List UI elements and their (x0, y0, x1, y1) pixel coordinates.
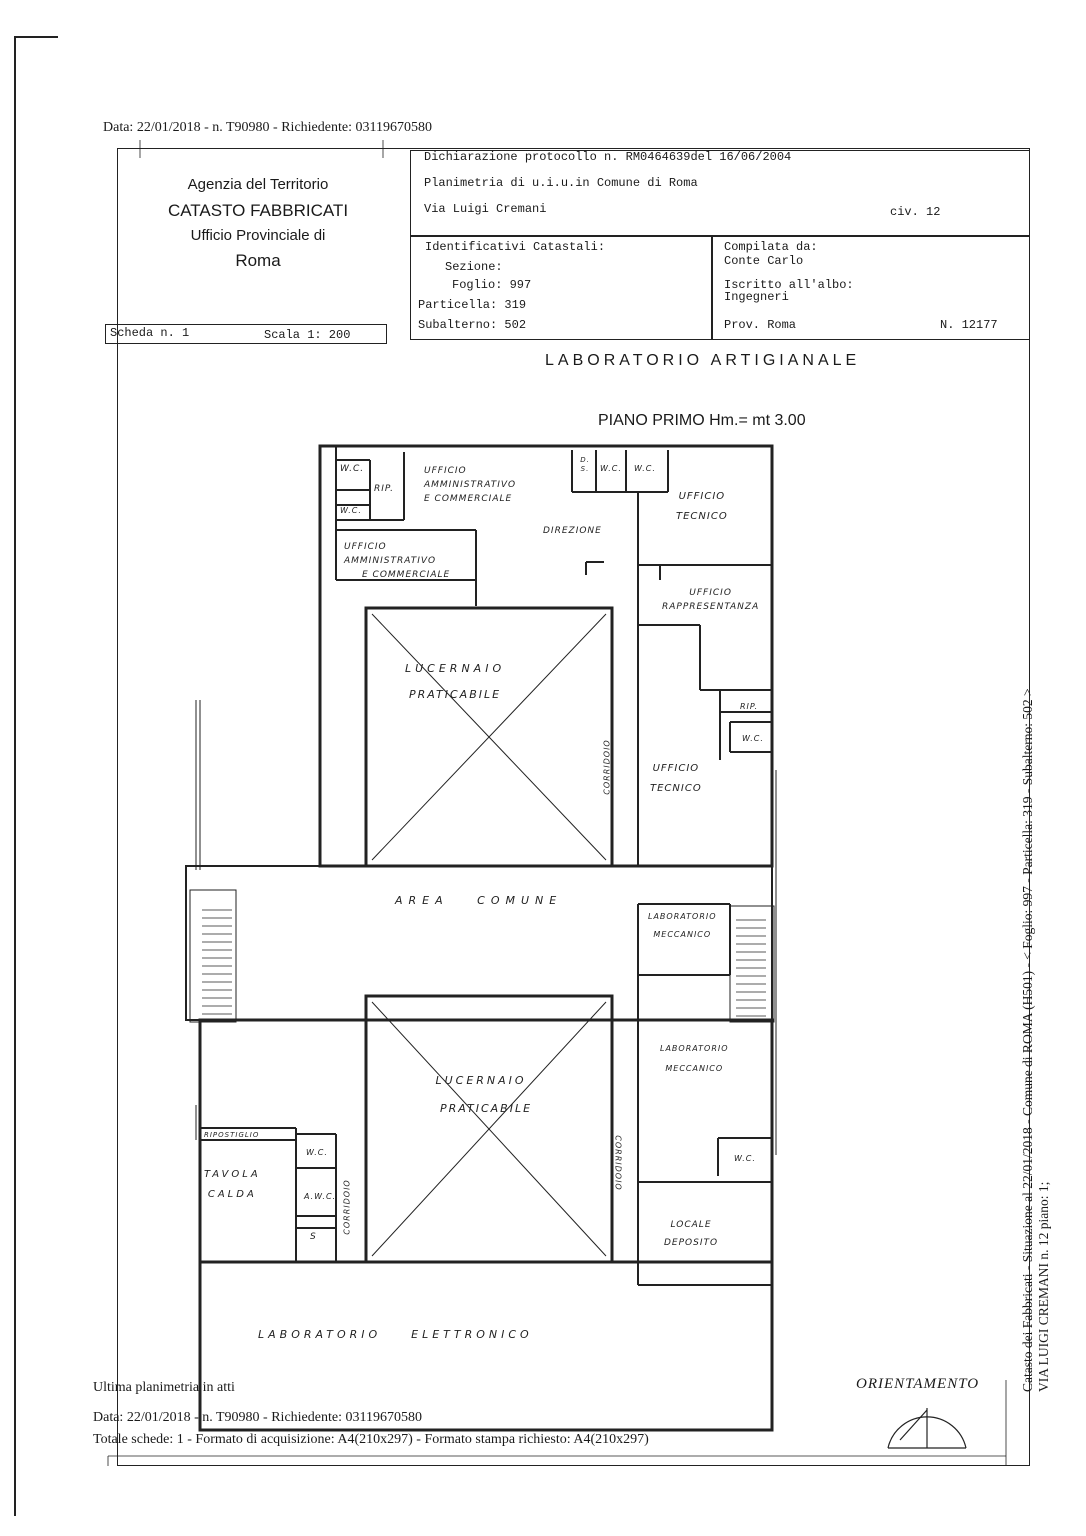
room-area-comune: AREA COMUNE (395, 894, 563, 907)
room-locale: LOCALE DEPOSITO (664, 1218, 718, 1250)
room-wc6: W.C. (306, 1148, 328, 1157)
footer-totale: Totale schede: 1 - Formato di acquisizio… (93, 1432, 649, 1447)
scheda-scale: Scala 1: 200 (264, 328, 351, 342)
lucernaio-2-a: LUCERNAIO (435, 1074, 527, 1087)
uff-amm-2-a: UFFICIO (344, 542, 387, 552)
agency-line4: Roma (235, 251, 281, 270)
declaration-planimetry: Planimetria di u.i.u.in Comune di Roma (424, 176, 698, 190)
room-uff-amm-2: UFFICIO AMMINISTRATIVO E COMMERCIALE (344, 540, 450, 582)
agency-line1: Agenzia del Territorio (187, 176, 329, 193)
uff-rapp-a: UFFICIO (689, 588, 732, 598)
lucernaio-1-b: PRATICABILE (409, 688, 502, 701)
room-s: S (310, 1232, 317, 1242)
uff-rapp-b: RAPPRESENTANZA (662, 602, 760, 612)
room-direzione: DIREZIONE (543, 526, 602, 536)
lucernaio-1-a: LUCERNAIO (405, 662, 506, 675)
room-ds: D. S. (580, 456, 590, 473)
agency-line3: Ufficio Provinciale di (190, 227, 326, 244)
identifiers-subalterno: Subalterno: 502 (418, 318, 527, 332)
room-wc1: W.C. (340, 464, 365, 474)
declaration-civ: civ. 12 (890, 205, 941, 219)
room-wc4: W.C. (634, 464, 656, 473)
declaration-protocol: Dichiarazione protocollo n. RM0464639del… (424, 150, 792, 164)
room-lab-elettronico: LABORATORIO ELETTRONICO (258, 1328, 533, 1341)
compiler-prov: Prov. Roma (724, 318, 797, 332)
compiler-number: N. 12177 (940, 318, 998, 332)
uff-tec-1-b: TECNICO (676, 511, 728, 522)
room-wc5: W.C. (742, 734, 764, 743)
uff-amm-1-c: E COMMERCIALE (424, 494, 513, 504)
room-lucernaio-1: LUCERNAIO PRATICABILE (405, 662, 505, 702)
declaration-street: Via Luigi Cremani (424, 202, 547, 216)
uff-tec-1-a: UFFICIO (678, 491, 726, 502)
side-text-line1: Catasto dei Fabbricati - Situazione al 2… (1020, 688, 1035, 1392)
lab-mecc-1-b: MECCANICO (653, 930, 712, 939)
room-wc3: W.C. (600, 464, 622, 473)
uff-tec-2-b: TECNICO (650, 783, 702, 794)
agency-line2: CATASTO FABBRICATI (167, 201, 349, 220)
orientamento-label: ORIENTAMENTO (856, 1376, 980, 1392)
uff-amm-1-b: AMMINISTRATIVO (424, 480, 517, 490)
agency-block: Agenzia del Territorio CATASTO FABBRICAT… (118, 172, 398, 274)
compiler-name: Conte Carlo (724, 254, 804, 268)
room-wc2: W.C. (340, 506, 362, 515)
room-uff-tec-2: UFFICIO TECNICO (650, 762, 702, 796)
scheda-box (105, 324, 387, 344)
room-lab-mecc-1: LABORATORIO MECCANICO (648, 910, 717, 942)
side-text-line2: VIA LUIGI CREMANI n. 12 piano: 1; (1036, 1181, 1051, 1392)
compiler-iscritto: Iscritto all'albo: (724, 278, 854, 292)
identifiers-box (410, 236, 712, 340)
compiler-box (712, 236, 1030, 340)
lucernaio-2-b: PRATICABILE (440, 1102, 533, 1115)
plan-title: LABORATORIO ARTIGIANALE (545, 352, 861, 369)
room-uff-rapp: UFFICIO RAPPRESENTANZA (662, 586, 759, 614)
document-frame (117, 148, 1030, 1466)
left-margin-line (14, 36, 16, 1516)
uff-amm-2-c: E COMMERCIALE (362, 570, 451, 580)
identifiers-sezione: Sezione: (445, 260, 503, 274)
footer-data: Data: 22/01/2018 - n. T90980 - Richieden… (93, 1410, 422, 1425)
room-lucernaio-2: LUCERNAIO PRATICABILE (430, 1074, 532, 1116)
floor-label: PIANO PRIMO Hm.= mt 3.00 (598, 412, 806, 429)
tavola-b: CALDA (207, 1189, 257, 1200)
corner-mark (14, 36, 58, 38)
uff-amm-1-a: UFFICIO (424, 466, 467, 476)
room-corridoio-1: CORRIDOIO (602, 739, 612, 795)
room-lab-mecc-2: LABORATORIO MECCANICO (660, 1042, 729, 1076)
top-header: Data: 22/01/2018 - n. T90980 - Richieden… (103, 120, 432, 135)
uff-tec-2-a: UFFICIO (652, 763, 700, 774)
room-uff-amm-1: UFFICIO AMMINISTRATIVO E COMMERCIALE (424, 464, 516, 506)
room-corridoio-2: CORRIDOIO (342, 1179, 352, 1235)
uff-amm-2-b: AMMINISTRATIVO (344, 556, 437, 566)
locale-b: DEPOSITO (664, 1238, 719, 1248)
footer-ultima: Ultima planimetria in atti (93, 1380, 235, 1395)
room-rip2: RIP. (740, 702, 759, 711)
identifiers-foglio: Foglio: 997 (452, 278, 532, 292)
lab-mecc-2-a: LABORATORIO (660, 1044, 729, 1053)
compiler-albo: Ingegneri (724, 290, 789, 304)
room-corridoio-3: CORRIDOIO (613, 1135, 623, 1191)
room-wc7: W.C. (734, 1154, 756, 1163)
identifiers-title: Identificativi Catastali: (425, 240, 606, 254)
lab-mecc-2-b: MECCANICO (665, 1064, 724, 1073)
locale-a: LOCALE (670, 1220, 712, 1230)
identifiers-particella: Particella: 319 (418, 298, 527, 312)
room-tavola: TAVOLA CALDA (204, 1168, 261, 1202)
room-rip1: RIP. (374, 484, 394, 494)
scheda-number: Scheda n. 1 (110, 326, 190, 340)
lab-mecc-1-a: LABORATORIO (648, 912, 717, 921)
room-awc: A.W.C. (304, 1192, 337, 1201)
tavola-a: TAVOLA (204, 1169, 261, 1180)
declaration-box (410, 150, 1030, 236)
room-ripostiglio: RIPOSTIGLIO (204, 1131, 260, 1139)
room-uff-tec-1: UFFICIO TECNICO (676, 490, 728, 524)
side-text-block: Catasto dei Fabbricati - Situazione al 2… (1020, 512, 1052, 1392)
compiler-compilata: Compilata da: (724, 240, 818, 254)
